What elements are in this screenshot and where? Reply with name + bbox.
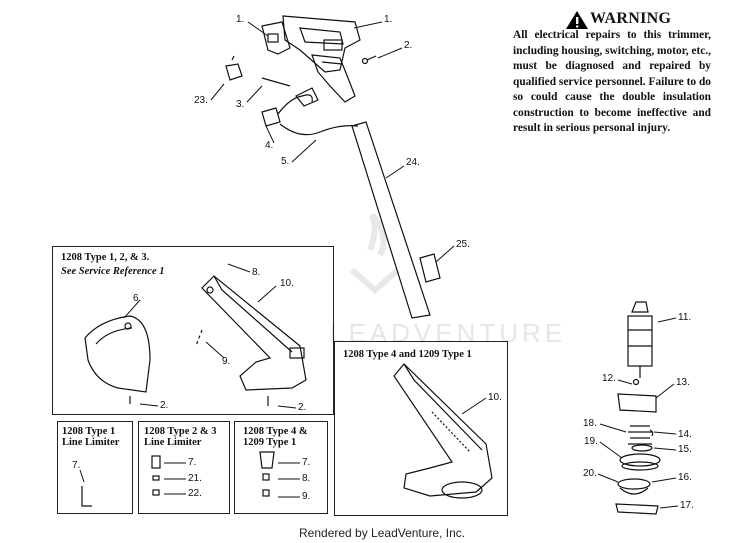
spool-cap (617, 393, 657, 413)
box-subtitle: Line Limiter (144, 437, 202, 448)
head-housing (201, 275, 307, 391)
callout: 10. (280, 278, 294, 289)
callout: 13. (676, 377, 690, 388)
callout: 17. (680, 500, 694, 511)
pin (261, 77, 291, 87)
limiter-nut (262, 473, 270, 481)
warning-triangle-icon (565, 10, 593, 30)
callout: 11. (678, 312, 692, 323)
callout: 21. (188, 473, 202, 484)
callout: 9. (302, 491, 311, 502)
line-limiter-hook (81, 486, 92, 507)
callout: 22. (188, 488, 202, 499)
bottom-plate (615, 503, 659, 515)
screw-path (195, 329, 203, 347)
callout: 18. (583, 418, 597, 429)
leader-lines (79, 21, 679, 509)
box-title: 1208 Type 1, 2, & 3. (61, 252, 150, 263)
callout: 19. (584, 436, 598, 447)
limiter-screw (152, 489, 160, 496)
warning-text: All electrical repairs to this trimmer, … (513, 29, 711, 134)
limiter1-box: 1208 Type 1 Line Limiter (57, 421, 133, 514)
limiter4-box: 1208 Type 4 & 1209 Type 1 (234, 421, 328, 514)
box-subtitle: See Service Reference 1 (61, 266, 165, 277)
spool (619, 453, 661, 471)
type4-box: 1208 Type 4 and 1209 Type 1 (334, 341, 508, 516)
callout: 25. (456, 239, 470, 250)
callout: 7. (188, 457, 197, 468)
limiter-bracket (259, 451, 275, 469)
callout: 2. (160, 400, 169, 411)
box-title: 1208 Type 1 (62, 426, 116, 437)
callout: 2. (298, 402, 307, 413)
callout: 9. (222, 356, 231, 367)
callout: 12. (602, 373, 616, 384)
callout: 24. (406, 157, 420, 168)
footer-credit: Rendered by LeadVenture, Inc. (299, 526, 466, 540)
housing-half (282, 15, 361, 103)
guard (84, 315, 151, 393)
callout: 2. (404, 40, 413, 51)
callout: 1. (384, 14, 393, 25)
callout: 7. (72, 460, 81, 471)
washer (632, 378, 640, 386)
callout: 8. (252, 267, 261, 278)
head-housing-type4 (393, 363, 493, 499)
shaft-tube (351, 121, 431, 319)
watermark-logo (350, 212, 400, 294)
type123-box: 1208 Type 1, 2, & 3. See Service Referen… (52, 246, 334, 415)
box-subtitle: Line Limiter (62, 437, 120, 448)
spring (628, 425, 654, 445)
tube-cap (419, 253, 441, 283)
limiter-block (151, 455, 161, 469)
callout: 15. (678, 444, 692, 455)
callout: 14. (678, 429, 692, 440)
limiter-insert (152, 475, 160, 481)
callout: 7. (302, 457, 311, 468)
callout: 6. (133, 293, 142, 304)
callout: 23. (194, 95, 208, 106)
callout: 20. (583, 468, 597, 479)
callout: 5. (281, 156, 290, 167)
callout: 4. (265, 140, 274, 151)
switch-cord (261, 87, 359, 136)
switch-housing (261, 21, 291, 55)
box-title: 1208 Type 4 & (243, 426, 308, 437)
callout: 10. (488, 392, 502, 403)
screw (361, 55, 377, 65)
strain-relief (225, 55, 243, 81)
box-title: 1208 Type 4 and 1209 Type 1 (343, 349, 472, 360)
limiter23-box: 1208 Type 2 & 3 Line Limiter (138, 421, 230, 514)
limiter-screw-2 (262, 489, 270, 497)
bump-knob (617, 478, 651, 495)
callout: 16. (678, 472, 692, 483)
callout: 8. (302, 473, 311, 484)
warning-title: WARNING (590, 10, 672, 27)
callout: 3. (236, 99, 245, 110)
box-subtitle: 1209 Type 1 (243, 437, 297, 448)
washer-2 (631, 444, 653, 452)
motor (627, 301, 653, 378)
box-title: 1208 Type 2 & 3 (144, 426, 217, 437)
callout: 1. (236, 14, 245, 25)
watermark-text: LEADVENTURE (330, 318, 567, 348)
